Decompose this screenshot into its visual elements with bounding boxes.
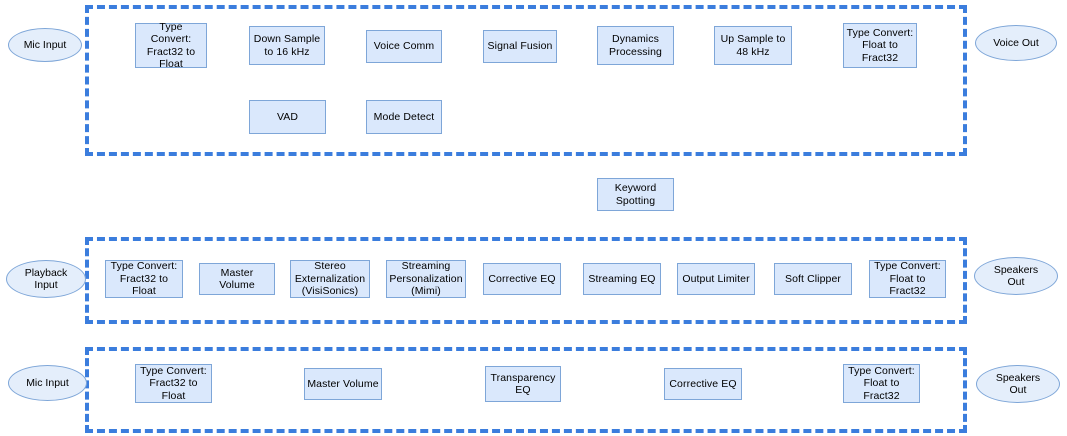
voice-mode-detect-block[interactable]: Mode Detect (366, 100, 442, 134)
transparency-path-group (85, 347, 967, 433)
voice-type-convert-in-block[interactable]: Type Convert: Fract32 to Float (135, 21, 207, 70)
voice-out-node[interactable]: Voice Out (975, 25, 1057, 61)
playback-output-limiter-block[interactable]: Output Limiter (677, 263, 755, 295)
speakers-out-transparency-node[interactable]: Speakers Out (976, 365, 1060, 403)
transparency-type-convert-out-block[interactable]: Type Convert: Float to Fract32 (843, 364, 920, 403)
speakers-out-playback-node[interactable]: Speakers Out (974, 257, 1058, 295)
transparency-master-volume-block[interactable]: Master Volume (304, 368, 382, 400)
voice-dynamics-processing-block[interactable]: Dynamics Processing (597, 26, 674, 65)
keyword-spotting-block[interactable]: Keyword Spotting (597, 178, 674, 211)
playback-path-group (85, 237, 967, 324)
mic-input-voice-node[interactable]: Mic Input (8, 28, 82, 62)
playback-streaming-eq-block[interactable]: Streaming EQ (583, 263, 661, 295)
voice-path-group (85, 5, 967, 156)
voice-up-sample-block[interactable]: Up Sample to 48 kHz (714, 26, 792, 65)
voice-down-sample-block[interactable]: Down Sample to 16 kHz (249, 26, 325, 65)
voice-vad-block[interactable]: VAD (249, 100, 326, 134)
playback-corrective-eq-block[interactable]: Corrective EQ (483, 263, 561, 295)
playback-soft-clipper-block[interactable]: Soft Clipper (774, 263, 852, 295)
transparency-eq-block[interactable]: Transparency EQ (485, 366, 561, 402)
transparency-corrective-eq-block[interactable]: Corrective EQ (664, 368, 742, 400)
voice-signal-fusion-block[interactable]: Signal Fusion (483, 30, 557, 63)
playback-master-volume-block[interactable]: Master Volume (199, 263, 275, 295)
mic-input-transparency-node[interactable]: Mic Input (8, 365, 87, 401)
playback-input-node[interactable]: Playback Input (6, 260, 86, 298)
voice-type-convert-out-block[interactable]: Type Convert: Float to Fract32 (843, 23, 917, 68)
playback-type-convert-out-block[interactable]: Type Convert: Float to Fract32 (869, 260, 946, 298)
transparency-type-convert-in-block[interactable]: Type Convert: Fract32 to Float (135, 364, 212, 403)
playback-streaming-personalization-block[interactable]: Streaming Personalization (Mimi) (386, 260, 466, 298)
playback-stereo-externalization-block[interactable]: Stereo Externalization (VisiSonics) (290, 260, 370, 298)
playback-type-convert-in-block[interactable]: Type Convert: Fract32 to Float (105, 260, 183, 298)
voice-comm-block[interactable]: Voice Comm (366, 30, 442, 63)
